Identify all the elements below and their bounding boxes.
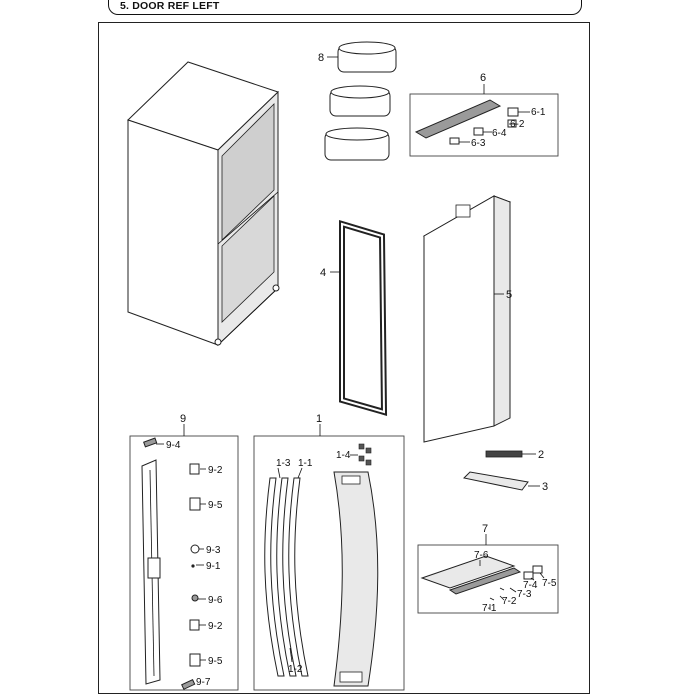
callout-1-3: 1-3	[276, 458, 291, 469]
callout-9-2b: 9-2	[208, 621, 223, 632]
door-gasket	[339, 219, 388, 416]
callout-6-1: 6-1	[531, 107, 546, 118]
callout-9-3: 9-3	[206, 545, 221, 556]
callout-1-4: 1-4	[336, 450, 351, 461]
callout-6-4: 6-4	[492, 128, 507, 139]
kit-1-parts	[264, 443, 379, 687]
callout-2: 2	[538, 449, 544, 461]
callout-9: 9	[180, 413, 186, 425]
callout-7: 7	[482, 523, 488, 535]
callout-7-6: 7-6	[474, 550, 489, 561]
handle-strip	[485, 450, 523, 458]
callout-6: 6	[480, 72, 486, 84]
callout-6-2: 6-2	[510, 119, 525, 130]
callout-7-3: 7-3	[517, 589, 532, 600]
kit-7-parts	[420, 555, 543, 601]
callout-7-5: 7-5	[542, 578, 557, 589]
callout-1: 1	[316, 413, 322, 425]
callout-9-5a: 9-5	[208, 500, 223, 511]
callout-7-2: 7-2	[502, 596, 517, 607]
callout-9-6: 9-6	[208, 595, 223, 606]
kit-7-box	[417, 544, 559, 614]
section-header: 5. DOOR REF LEFT	[108, 0, 582, 16]
callout-5: 5	[506, 289, 512, 301]
callout-4: 4	[320, 267, 326, 279]
diagram-frame	[98, 22, 590, 694]
callout-9-7: 9-7	[196, 677, 211, 688]
callout-9-4: 9-4	[166, 440, 181, 451]
header-bar	[108, 0, 582, 15]
kit-9-parts	[141, 437, 201, 690]
callout-1-2: 1-2	[288, 664, 303, 675]
header-title: 5. DOOR REF LEFT	[120, 0, 220, 12]
callout-7-4: 7-4	[523, 580, 538, 591]
callout-8: 8	[318, 52, 324, 64]
callout-9-2a: 9-2	[208, 465, 223, 476]
callout-3: 3	[542, 481, 548, 493]
refrigerator-door	[422, 195, 512, 443]
callout-1-1: 1-1	[298, 458, 313, 469]
callout-9-5b: 9-5	[208, 656, 223, 667]
callout-7-1: 7-1	[482, 603, 497, 614]
refrigerator-cabinet	[127, 61, 280, 347]
handle-bar	[462, 471, 529, 491]
callout-9-1: 9-1	[206, 561, 221, 572]
door-bins	[324, 41, 397, 161]
kit-1-box	[253, 435, 405, 691]
callout-6-3: 6-3	[471, 138, 486, 149]
